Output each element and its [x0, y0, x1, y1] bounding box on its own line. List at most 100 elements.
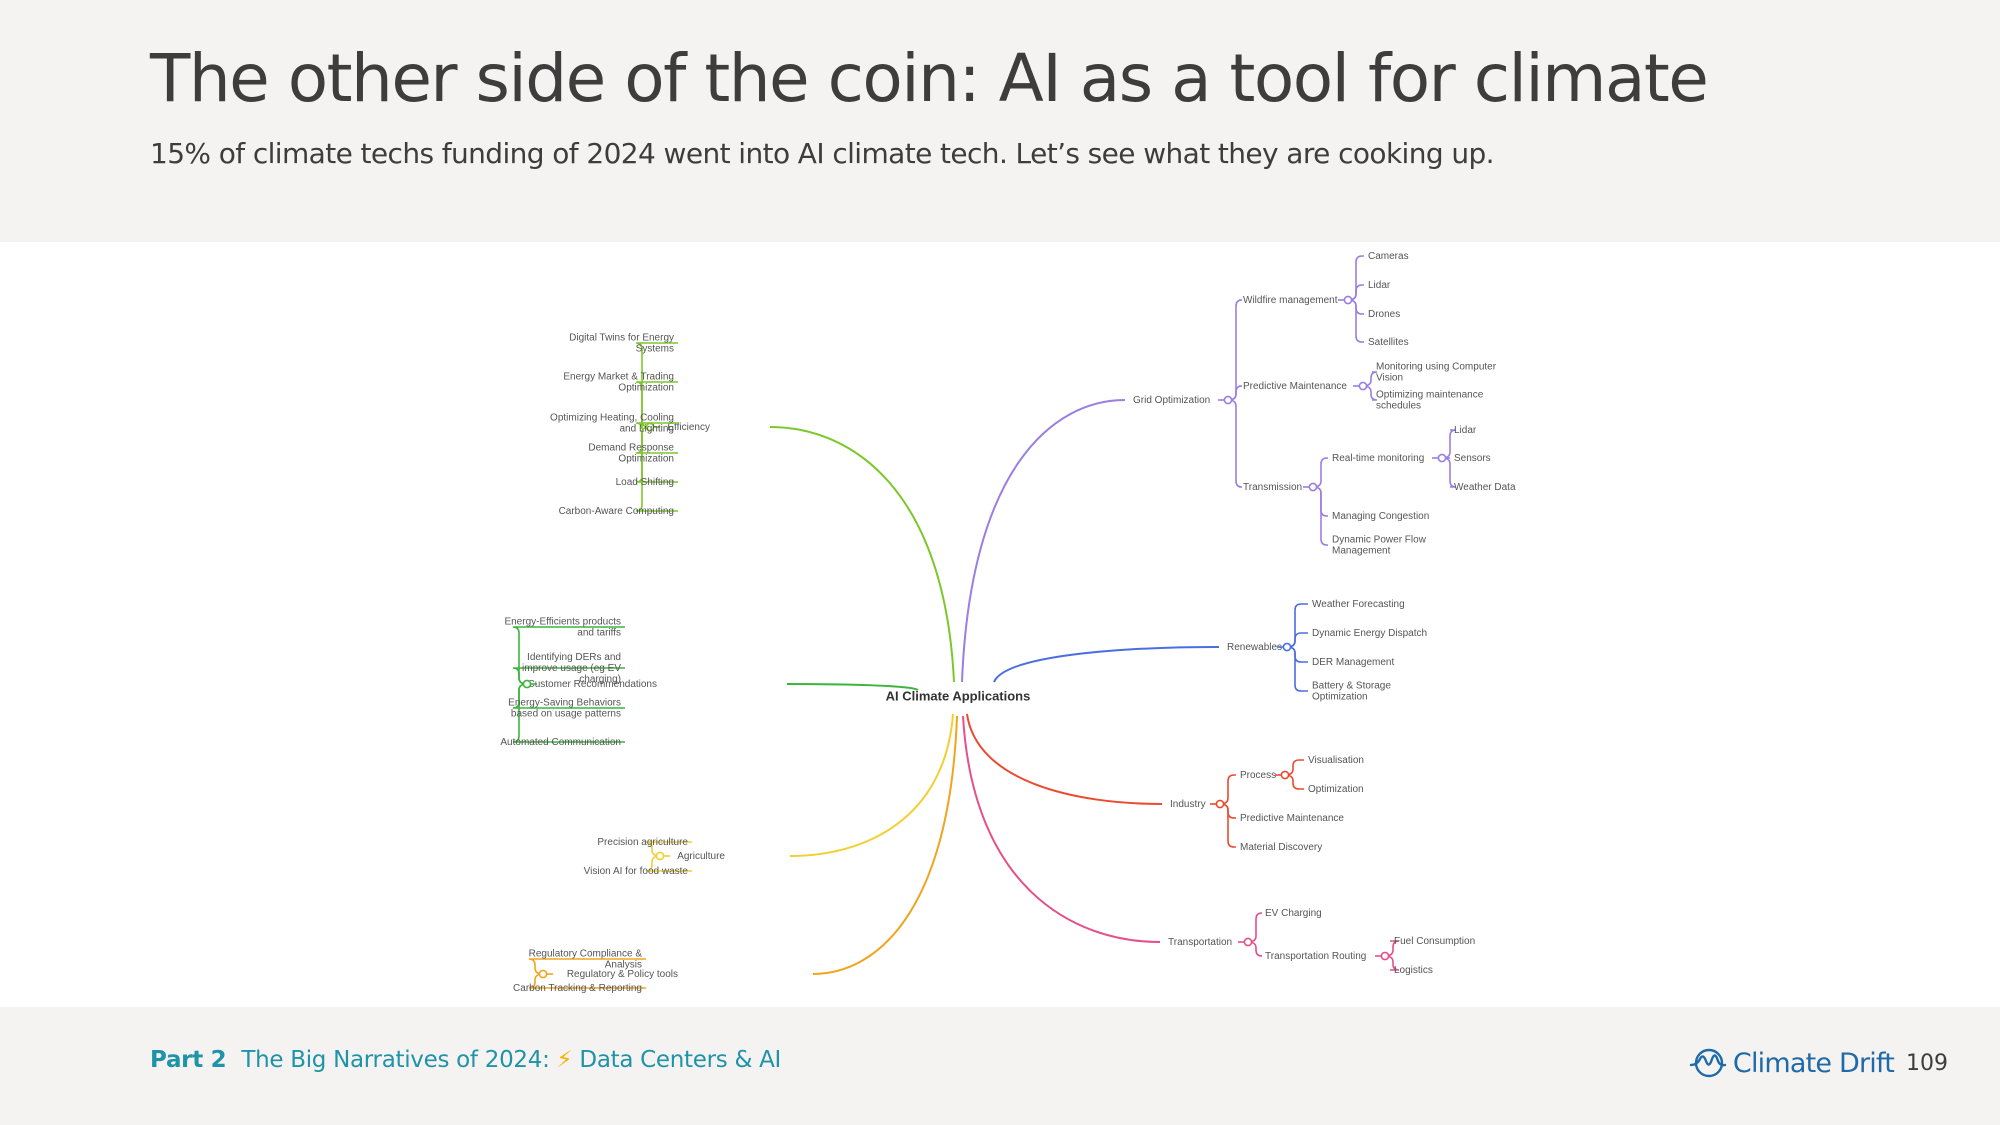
node-sat: Satellites — [1368, 337, 1409, 348]
slide-title: The other side of the coin: AI as a tool… — [150, 40, 1709, 117]
node-efficiency: Efficiency — [667, 422, 710, 433]
brand-name: Climate Drift — [1732, 1047, 1895, 1079]
node-derm: DER Management — [1312, 657, 1394, 668]
node-wf: Weather Forecasting — [1312, 599, 1405, 610]
edge-ded — [1286, 632, 1308, 648]
node-ctr: Carbon Tracking & Reporting — [513, 983, 642, 994]
edge-opt — [1284, 774, 1304, 790]
node-sen: Sensors — [1454, 453, 1491, 464]
node-customer: Customer Recommendations — [528, 679, 658, 690]
node-industry: Industry — [1170, 799, 1206, 810]
branch-renewables — [993, 646, 1220, 683]
climate-drift-logo: Climate Drift — [1689, 1046, 1895, 1080]
section-breadcrumb: Part 2 The Big Narratives of 2024: ⚡ Dat… — [150, 1047, 781, 1073]
node-agriculture: Agriculture — [677, 851, 725, 862]
grid-connector — [1223, 395, 1233, 405]
edge-oms — [1362, 385, 1378, 401]
node-lid1: Lidar — [1368, 280, 1391, 291]
branch-industry — [966, 713, 1163, 805]
node-evc: EV Charging — [1265, 908, 1322, 919]
root-node: AI Climate Applications — [886, 688, 1031, 703]
node-ls: Load Shifting — [616, 477, 674, 488]
node-pm: Predictive Maintenance — [1243, 381, 1347, 392]
edge-ac — [512, 683, 625, 743]
node-dro2: Drones — [1368, 309, 1400, 320]
edge-cac — [635, 426, 678, 512]
edge-fc — [1384, 940, 1400, 957]
proc-connector — [1280, 770, 1290, 780]
edge-pa — [645, 841, 692, 857]
node-trr: Transportation Routing — [1265, 951, 1366, 962]
slide-subtitle: 15% of climate techs funding of 2024 wen… — [150, 137, 1495, 170]
wm-connector — [1343, 295, 1353, 305]
node-tr: Transmission — [1243, 482, 1302, 493]
branch-regulatory — [812, 715, 958, 975]
node-ipm: Predictive Maintenance — [1240, 813, 1344, 824]
node-cac: Carbon-Aware Computing — [559, 506, 674, 517]
branch-transport — [962, 715, 1161, 943]
regulatory-connector — [538, 969, 548, 979]
topic-label: Data Centers & AI — [579, 1047, 782, 1073]
edge-ctr — [528, 973, 646, 989]
node-vai: Vision AI for food waste — [584, 866, 689, 877]
node-renewables: Renewables — [1227, 642, 1282, 653]
slide-header: The other side of the coin: AI as a tool… — [0, 0, 2000, 242]
renewables-connector — [1282, 642, 1292, 652]
section-label: The Big Narratives of 2024: — [241, 1047, 550, 1073]
node-wm: Wildfire management — [1243, 295, 1338, 306]
node-regulatory: Regulatory & Policy tools — [567, 969, 678, 980]
rtm-connector — [1437, 453, 1447, 463]
edge-sat — [1347, 299, 1364, 343]
edge-md — [1219, 803, 1236, 848]
node-transport: Transportation — [1168, 937, 1232, 948]
pm-connector — [1358, 381, 1368, 391]
page-number: 109 — [1906, 1050, 1948, 1076]
node-md: Material Discovery — [1240, 842, 1322, 853]
industry-connector — [1215, 799, 1225, 809]
edge-rtm — [1312, 457, 1328, 488]
footer-brand: Climate Drift 109 — [1689, 1043, 1948, 1083]
slide-footer: Part 2 The Big Narratives of 2024: ⚡ Dat… — [0, 1007, 2000, 1125]
agriculture-connector — [655, 851, 665, 861]
tr-connector — [1308, 482, 1318, 492]
transport-connector — [1243, 937, 1253, 947]
node-lid2: Lidar — [1454, 425, 1477, 436]
node-proc: Process — [1240, 770, 1276, 781]
efficiency-connector — [645, 422, 655, 432]
customer-connector — [522, 679, 532, 689]
edge-ider — [512, 667, 625, 685]
edge-proc — [1219, 774, 1236, 805]
edge-vai — [645, 855, 692, 872]
part-label: Part 2 — [150, 1047, 227, 1073]
branch-customer — [786, 683, 919, 691]
node-mc: Managing Congestion — [1332, 511, 1429, 522]
edge-dpf — [1312, 486, 1328, 546]
edge-pm — [1227, 385, 1243, 401]
edge-wd — [1441, 457, 1457, 488]
node-pa: Precision agriculture — [597, 837, 688, 848]
edge-log — [1384, 955, 1400, 971]
node-opt: Optimization — [1308, 784, 1364, 795]
edge-bso — [1286, 646, 1308, 692]
node-wd: Weather Data — [1454, 482, 1516, 493]
edge-mcv — [1362, 371, 1378, 387]
branch-grid — [961, 399, 1126, 683]
edge-wf — [1286, 603, 1308, 648]
edge-hcl — [635, 420, 678, 430]
wave-logo-icon — [1689, 1048, 1727, 1078]
node-fc: Fuel Consumption — [1394, 936, 1475, 947]
node-grid: Grid Optimization — [1133, 395, 1210, 406]
edge-vis — [1284, 759, 1304, 776]
edge-tr — [1227, 399, 1243, 488]
